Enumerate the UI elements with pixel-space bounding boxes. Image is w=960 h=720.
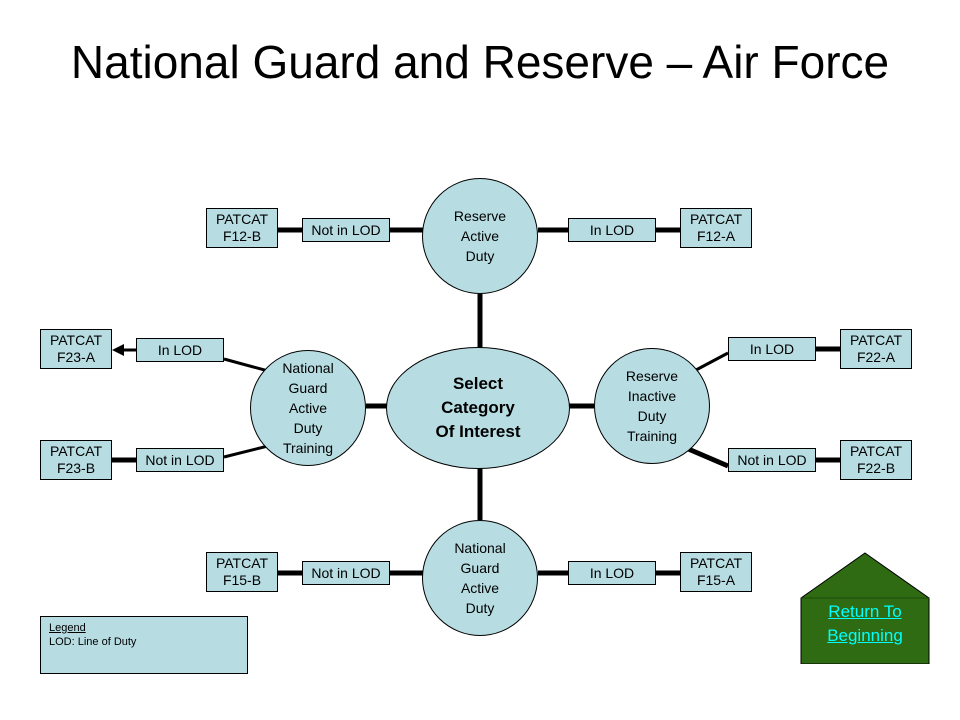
category-label: National Guard Active Duty: [454, 540, 506, 616]
not-in-lod-guard-training[interactable]: Not in LOD: [136, 448, 224, 472]
return-label: Return To Beginning: [827, 602, 903, 645]
legend-text: LOD: Line of Duty: [49, 636, 137, 648]
patcat-f23-a[interactable]: PATCAT F23-A: [40, 329, 112, 369]
patcat-label: PATCAT F12-A: [689, 211, 743, 244]
category-label: Reserve Inactive Duty Training: [625, 368, 679, 444]
patcat-label: PATCAT F15-B: [215, 555, 269, 588]
center-label: Select Category Of Interest: [435, 374, 521, 441]
in-lod-guard-active[interactable]: In LOD: [568, 561, 656, 585]
category-label: National Guard Active Duty Training: [282, 360, 334, 456]
arrow-head-icon: [112, 344, 124, 356]
patcat-label: PATCAT F12-B: [215, 211, 269, 244]
not-in-lod-guard-active[interactable]: Not in LOD: [302, 561, 390, 585]
lod-label: In LOD: [589, 221, 635, 238]
category-reserve-active-duty[interactable]: Reserve Active Duty: [422, 178, 538, 294]
patcat-label: PATCAT F23-B: [49, 443, 103, 476]
select-category-center: Select Category Of Interest: [386, 347, 570, 469]
patcat-label: PATCAT F22-B: [849, 443, 903, 476]
patcat-f12-a[interactable]: PATCAT F12-A: [680, 208, 752, 248]
patcat-f15-a[interactable]: PATCAT F15-A: [680, 552, 752, 592]
in-lod-reserve-inactive[interactable]: In LOD: [728, 337, 816, 361]
category-reserve-inactive-duty-training[interactable]: Reserve Inactive Duty Training: [594, 348, 710, 464]
patcat-f12-b[interactable]: PATCAT F12-B: [206, 208, 278, 248]
patcat-label: PATCAT F23-A: [49, 332, 103, 365]
not-in-lod-reserve-inactive[interactable]: Not in LOD: [728, 448, 816, 472]
lod-label: Not in LOD: [145, 451, 215, 468]
patcat-f22-b[interactable]: PATCAT F22-B: [840, 440, 912, 480]
patcat-f22-a[interactable]: PATCAT F22-A: [840, 329, 912, 369]
lod-label: Not in LOD: [737, 451, 807, 468]
in-lod-guard-training[interactable]: In LOD: [136, 338, 224, 362]
lod-label: Not in LOD: [311, 221, 381, 238]
up-arrow-icon: [800, 552, 930, 664]
return-to-beginning-button[interactable]: Return To Beginning: [800, 552, 930, 664]
patcat-f23-b[interactable]: PATCAT F23-B: [40, 440, 112, 480]
lod-label: In LOD: [749, 340, 795, 357]
legend-box: Legend LOD: Line of Duty: [40, 616, 248, 674]
in-lod-reserve-active[interactable]: In LOD: [568, 218, 656, 242]
patcat-label: PATCAT F22-A: [849, 332, 903, 365]
lod-label: In LOD: [157, 341, 203, 358]
legend-title: Legend: [49, 622, 86, 634]
category-national-guard-active-duty-training[interactable]: National Guard Active Duty Training: [250, 350, 366, 466]
patcat-label: PATCAT F15-A: [689, 555, 743, 588]
lod-label: In LOD: [589, 564, 635, 581]
category-national-guard-active-duty[interactable]: National Guard Active Duty: [422, 520, 538, 636]
lod-label: Not in LOD: [311, 564, 381, 581]
not-in-lod-reserve-active[interactable]: Not in LOD: [302, 218, 390, 242]
category-label: Reserve Active Duty: [453, 208, 507, 264]
page-title: National Guard and Reserve – Air Force: [70, 36, 890, 88]
patcat-f15-b[interactable]: PATCAT F15-B: [206, 552, 278, 592]
